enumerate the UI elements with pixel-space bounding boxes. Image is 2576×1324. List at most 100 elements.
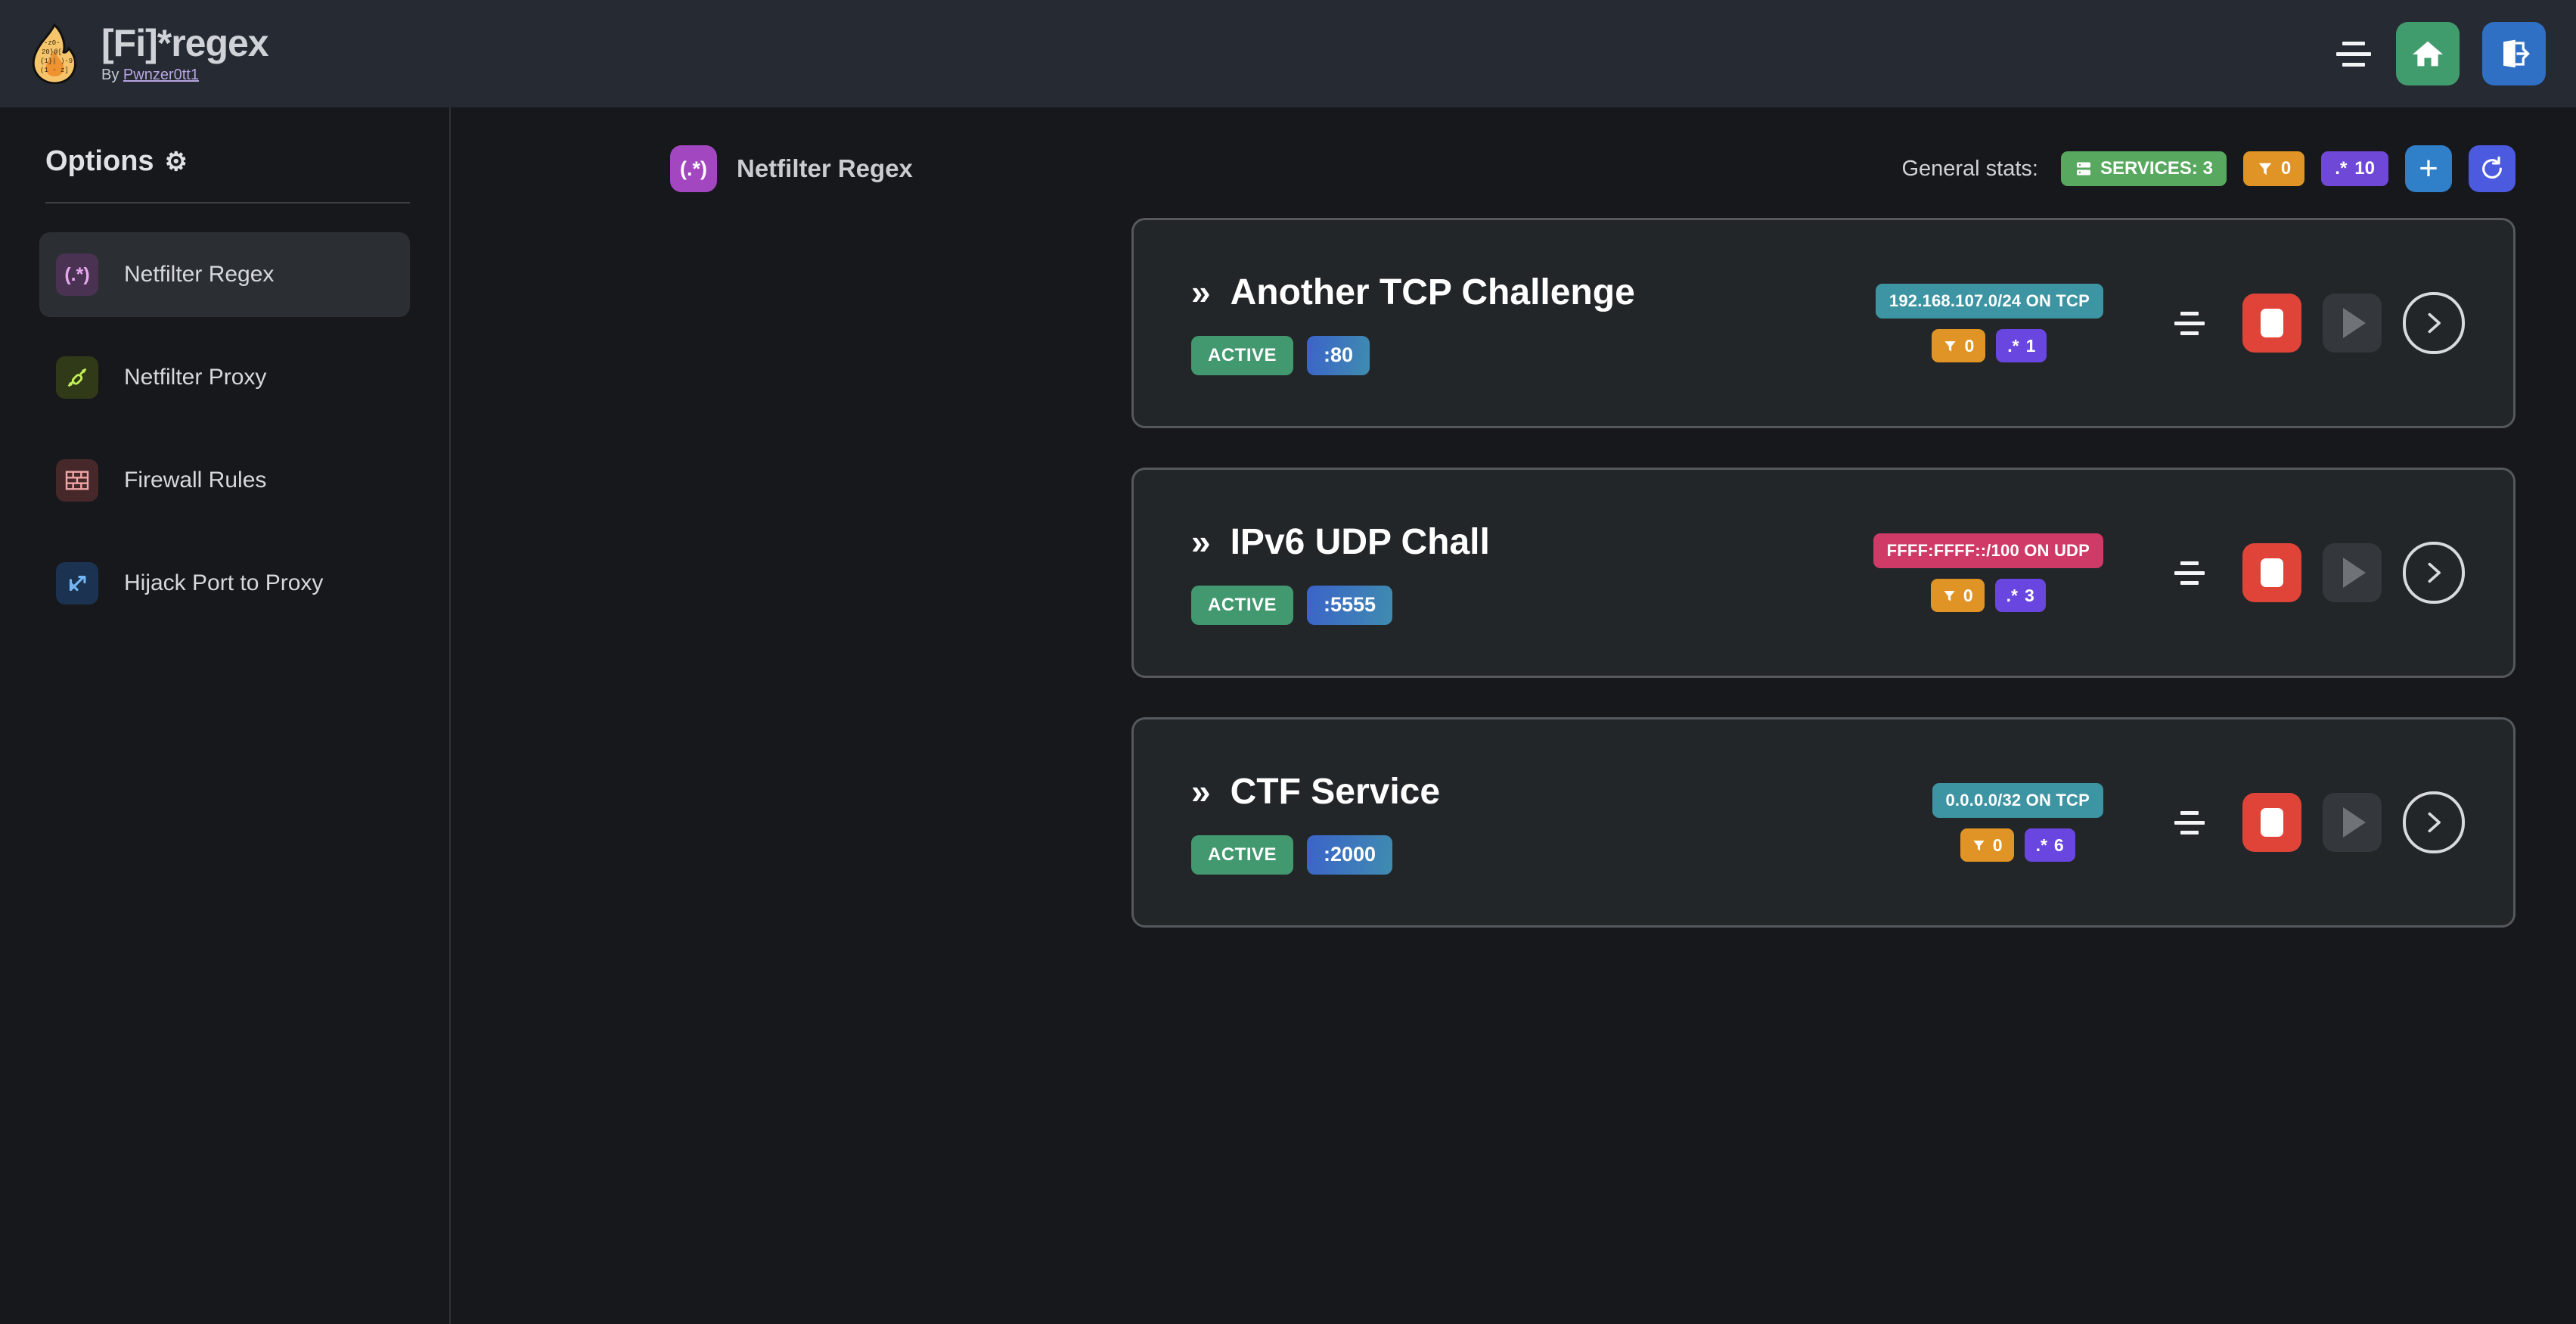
page-header: (.*) Netfilter Regex General stats: SERV… bbox=[452, 107, 2576, 192]
service-detail-button[interactable] bbox=[2403, 292, 2465, 354]
sidebar-item-netfilter-proxy[interactable]: Netfilter Proxy bbox=[39, 335, 410, 420]
sidebar-item-label: Hijack Port to Proxy bbox=[124, 570, 324, 595]
sidebar-item-label: Netfilter Regex bbox=[124, 262, 275, 287]
refresh-button[interactable] bbox=[2469, 145, 2515, 192]
service-detail-button[interactable] bbox=[2403, 542, 2465, 604]
service-controls: FFFF:FFFF::/100 ON UDP 0 .* 3 bbox=[1873, 533, 2513, 612]
sidebar-item-netfilter-regex[interactable]: (.*) Netfilter Regex bbox=[39, 232, 410, 317]
service-badges: 0.0.0.0/32 ON TCP 0 .* 6 bbox=[1932, 783, 2103, 862]
proxy-icon bbox=[56, 356, 98, 399]
stop-button[interactable] bbox=[2242, 543, 2301, 602]
author-link[interactable]: Pwnzer0tt1 bbox=[123, 66, 199, 83]
funnel-icon bbox=[2258, 163, 2272, 176]
service-badges: 192.168.107.0/24 ON TCP 0 .* 1 bbox=[1875, 284, 2103, 362]
port-badge: :5555 bbox=[1307, 585, 1393, 625]
sidebar-item-firewall-rules[interactable]: Firewall Rules bbox=[39, 438, 410, 523]
play-button[interactable] bbox=[2323, 793, 2382, 852]
service-detail-button[interactable] bbox=[2403, 791, 2465, 853]
svg-text:(1 - z]: (1 - z] bbox=[40, 67, 69, 74]
funnel-icon bbox=[1973, 840, 1985, 851]
add-service-button[interactable]: + bbox=[2405, 145, 2452, 192]
service-badges: FFFF:FFFF::/100 ON UDP 0 .* 3 bbox=[1873, 533, 2103, 612]
general-stats: General stats: SERVICES: 3 0 .* 10 + bbox=[1901, 145, 2515, 192]
sidebar-item-label: Firewall Rules bbox=[124, 468, 267, 493]
status-badge: ACTIVE bbox=[1191, 585, 1294, 625]
play-icon bbox=[2343, 558, 2366, 588]
regex-glyph: .* bbox=[2035, 834, 2047, 855]
refresh-icon bbox=[2482, 156, 2502, 179]
regex-count-label: 10 bbox=[2354, 158, 2375, 179]
filter-count-badge[interactable]: 0 bbox=[1960, 828, 2014, 862]
service-title: » CTF Service bbox=[1191, 771, 1440, 813]
stop-button[interactable] bbox=[2242, 294, 2301, 353]
stop-button[interactable] bbox=[2242, 793, 2301, 852]
play-icon bbox=[2343, 807, 2366, 838]
sidebar-heading: Options ⚙ bbox=[39, 145, 410, 178]
regex-count-badge[interactable]: .* 1 bbox=[1996, 329, 2047, 362]
home-button[interactable] bbox=[2396, 22, 2460, 85]
regex-count-badge[interactable]: .* 10 bbox=[2321, 151, 2388, 186]
regex-count-badge[interactable]: .* 6 bbox=[2024, 828, 2075, 862]
svg-text:{1}| )-9]: {1}| )-9] bbox=[40, 57, 77, 65]
app-author-line: By Pwnzer0tt1 bbox=[101, 67, 268, 84]
service-info: » CTF Service ACTIVE :2000 bbox=[1134, 771, 1440, 875]
double-chevron-icon: » bbox=[1191, 772, 1211, 811]
fork-arrow-icon bbox=[56, 562, 98, 605]
service-counters: 0 .* 6 bbox=[1960, 828, 2075, 862]
regex-count-badge[interactable]: .* 3 bbox=[1994, 579, 2046, 612]
filter-count-badge[interactable]: 0 bbox=[2242, 151, 2305, 186]
service-name: IPv6 UDP Chall bbox=[1230, 521, 1490, 562]
funnel-icon bbox=[1944, 590, 1955, 601]
regex-glyph: .* bbox=[2335, 158, 2348, 179]
main-content: (.*) Netfilter Regex General stats: SERV… bbox=[452, 107, 2576, 1324]
sidebar-item-hijack-port-to-proxy[interactable]: Hijack Port to Proxy bbox=[39, 541, 410, 626]
service-counters: 0 .* 3 bbox=[1930, 579, 2046, 612]
service-name: CTF Service bbox=[1230, 771, 1441, 812]
double-chevron-icon: » bbox=[1191, 272, 1211, 312]
service-pills: ACTIVE :5555 bbox=[1191, 585, 1490, 625]
play-button[interactable] bbox=[2323, 543, 2382, 602]
service-info: » IPv6 UDP Chall ACTIVE :5555 bbox=[1134, 521, 1490, 625]
funnel-icon bbox=[1944, 340, 1957, 352]
service-pills: ACTIVE :80 bbox=[1191, 335, 1635, 375]
network-badge: FFFF:FFFF::/100 ON UDP bbox=[1873, 533, 2103, 568]
service-controls: 192.168.107.0/24 ON TCP 0 .* 1 bbox=[1875, 284, 2513, 362]
service-card[interactable]: » IPv6 UDP Chall ACTIVE :5555 FFFF:FFFF:… bbox=[1131, 468, 2515, 678]
network-badge: 0.0.0.0/32 ON TCP bbox=[1932, 783, 2103, 818]
sidebar-divider bbox=[45, 202, 410, 204]
service-card[interactable]: » CTF Service ACTIVE :2000 0.0.0.0/32 ON… bbox=[1131, 717, 2515, 928]
service-menu-icon[interactable] bbox=[2167, 300, 2212, 346]
double-chevron-icon: » bbox=[1191, 522, 1211, 561]
brand: -z0- 20}@[ {1}| )-9] (1 - z] [Fi]*regex … bbox=[0, 23, 269, 84]
chevron-right-icon bbox=[2428, 312, 2441, 334]
service-title: » Another TCP Challenge bbox=[1191, 272, 1635, 313]
menu-icon[interactable] bbox=[2334, 39, 2373, 69]
service-controls: 0.0.0.0/32 ON TCP 0 .* 6 bbox=[1932, 783, 2514, 862]
regex-count-label: 1 bbox=[2025, 335, 2036, 356]
play-button[interactable] bbox=[2323, 294, 2382, 353]
logout-button[interactable] bbox=[2482, 22, 2546, 85]
port-badge: :2000 bbox=[1307, 834, 1393, 875]
filter-count-badge[interactable]: 0 bbox=[1930, 579, 1985, 612]
filter-count-label: 0 bbox=[1992, 834, 2003, 855]
service-menu-icon[interactable] bbox=[2167, 550, 2212, 595]
gear-icon: ⚙ bbox=[164, 147, 188, 176]
service-card[interactable]: » Another TCP Challenge ACTIVE :80 192.1… bbox=[1131, 218, 2515, 428]
services-count-badge[interactable]: SERVICES: 3 bbox=[2060, 151, 2227, 186]
filter-count-label: 0 bbox=[1964, 335, 1975, 356]
home-icon bbox=[2413, 41, 2443, 67]
service-info: » Another TCP Challenge ACTIVE :80 bbox=[1134, 272, 1635, 375]
regex-count-label: 3 bbox=[2024, 585, 2034, 605]
server-icon bbox=[2076, 162, 2090, 176]
sidebar-item-label: Netfilter Proxy bbox=[124, 365, 267, 390]
chevron-right-icon bbox=[2428, 562, 2441, 583]
filter-count-badge[interactable]: 0 bbox=[1932, 329, 1986, 362]
logout-icon bbox=[2503, 39, 2530, 68]
page-title: Netfilter Regex bbox=[737, 154, 913, 182]
sidebar-heading-label: Options bbox=[45, 145, 154, 177]
services-count-label: SERVICES: 3 bbox=[2100, 158, 2213, 179]
by-prefix: By bbox=[101, 66, 123, 83]
flame-regex-logo: -z0- 20}@[ {1}| )-9] (1 - z] bbox=[32, 23, 77, 84]
svg-text:20}@[: 20}@[ bbox=[42, 48, 62, 56]
service-menu-icon[interactable] bbox=[2167, 800, 2212, 845]
